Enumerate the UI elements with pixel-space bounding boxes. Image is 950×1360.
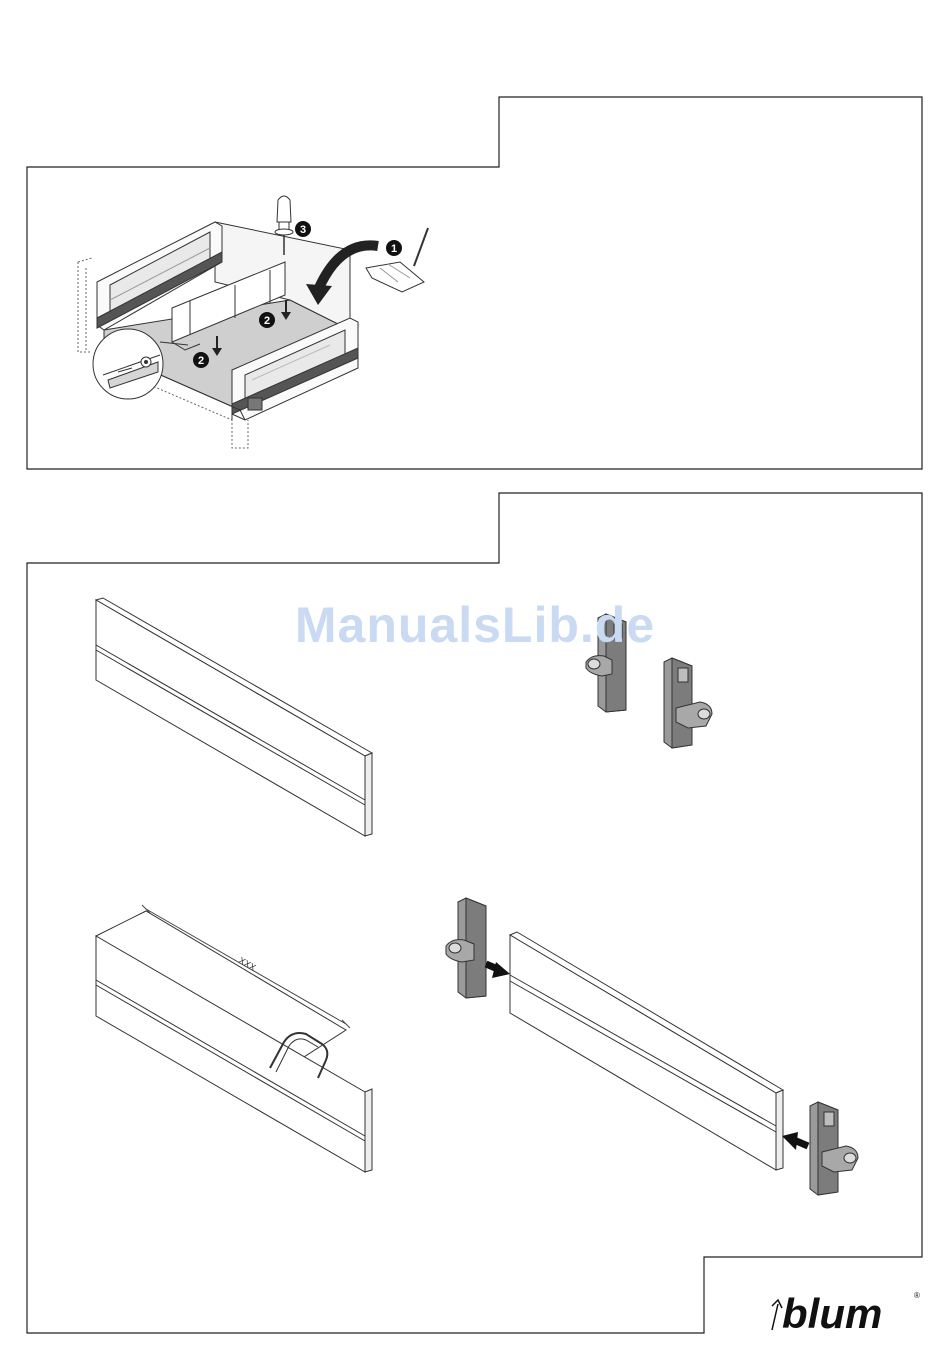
svg-text:1: 1 — [391, 243, 397, 255]
step-badge-3: 3 — [295, 221, 311, 237]
step-badge-2a: 2 — [259, 312, 275, 328]
label-sheet — [366, 228, 428, 292]
step-badge-1: 1 — [386, 240, 402, 256]
svg-text:®: ® — [914, 1291, 920, 1300]
brand-arrow-icon — [772, 1300, 782, 1330]
front-panel-with-gauge — [96, 905, 372, 1172]
brand-logo: blum ® — [772, 1290, 920, 1337]
watermark-text: ManualsLib.de — [0, 596, 950, 654]
svg-text:2: 2 — [198, 355, 204, 367]
svg-text:3: 3 — [300, 224, 306, 236]
svg-text:blum: blum — [782, 1290, 882, 1337]
svg-text:2: 2 — [264, 315, 270, 327]
panel-bracket-attachment — [446, 898, 858, 1195]
drawer-assembly-illustration — [78, 196, 428, 448]
step-badge-2b: 2 — [193, 352, 209, 368]
